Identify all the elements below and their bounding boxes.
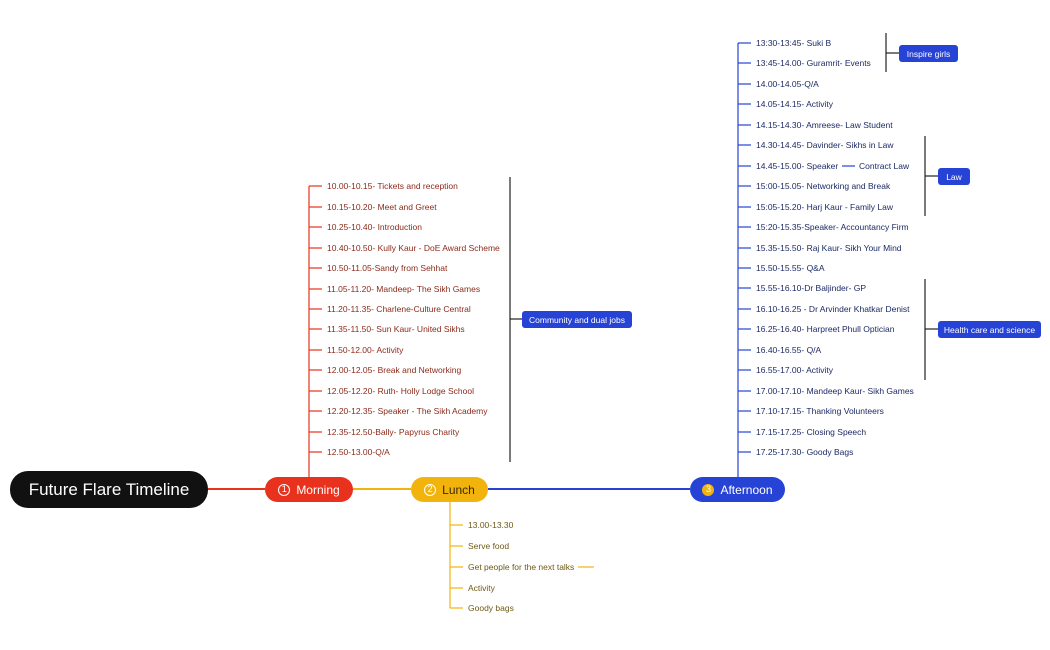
afternoon-item[interactable]: 14.45-15.00- Speaker — [756, 161, 839, 171]
afternoon-item[interactable]: 16.10-16.25 - Dr Arvinder Khatkar Denist — [756, 304, 910, 314]
morning-item[interactable]: 10.00-10.15- Tickets and reception — [327, 181, 458, 191]
afternoon-item[interactable]: 14.05-14.15- Activity — [756, 99, 834, 109]
afternoon-item[interactable]: 16.40-16.55- Q/A — [756, 345, 822, 355]
morning-item[interactable]: 12.20-12.35- Speaker - The Sikh Academy — [327, 406, 488, 416]
afternoon-label: Afternoon — [720, 482, 773, 497]
morning-item[interactable]: 10.50-11.05-Sandy from Sehhat — [327, 263, 448, 273]
afternoon-item[interactable]: 15:00-15.05- Networking and Break — [756, 181, 891, 191]
morning-item[interactable]: 10.40-10.50- Kully Kaur - DoE Award Sche… — [327, 243, 500, 253]
morning-number-icon: 1 — [278, 483, 291, 496]
afternoon-item[interactable]: 15:05-15.20- Harj Kaur - Family Law — [756, 202, 894, 212]
afternoon-group-tag[interactable]: Inspire girls — [899, 45, 958, 62]
morning-item[interactable]: 10.15-10.20- Meet and Greet — [327, 202, 437, 212]
lunch-item[interactable]: Goody bags — [468, 603, 514, 613]
afternoon-item[interactable]: 15.50-15.55- Q&A — [756, 263, 825, 273]
morning-item[interactable]: 11.05-11.20- Mandeep- The Sikh Games — [327, 284, 481, 294]
morning-item[interactable]: 12.50-13.00-Q/A — [327, 447, 390, 457]
afternoon-number-icon: 3 — [702, 483, 715, 496]
afternoon-item[interactable]: 16.55-17.00- Activity — [756, 365, 834, 375]
afternoon-item[interactable]: 15.55-16.10-Dr Baljinder- GP — [756, 283, 867, 293]
afternoon-item[interactable]: 16.25-16.40- Harpreet Phull Optician — [756, 324, 895, 334]
lunch-item[interactable]: Activity — [468, 583, 495, 593]
morning-item[interactable]: 11.50-12.00- Activity — [327, 345, 404, 355]
afternoon-item[interactable]: 17.25-17.30- Goody Bags — [756, 447, 854, 457]
morning-item[interactable]: 11.20-11.35- Charlene-Culture Central — [327, 304, 471, 314]
afternoon-item[interactable]: 13:45-14.00- Guramrit- Events — [756, 58, 871, 68]
afternoon-item[interactable]: 13:30-13:45- Suki B — [756, 38, 832, 48]
afternoon-group-tag[interactable]: Health care and science — [938, 321, 1041, 338]
afternoon-group-tag[interactable]: Law — [938, 168, 970, 185]
afternoon-item[interactable]: 15.35-15.50- Raj Kaur- Sikh Your Mind — [756, 243, 902, 253]
afternoon-item[interactable]: 17.10-17.15- Thanking Volunteers — [756, 406, 884, 416]
lunch-number-icon: 2 — [424, 483, 437, 496]
morning-item[interactable]: 10.25-10.40- Introduction — [327, 222, 422, 232]
afternoon-node[interactable]: 3 Afternoon — [690, 477, 785, 502]
afternoon-item[interactable]: 14.00-14.05-Q/A — [756, 79, 819, 89]
morning-node[interactable]: 1 Morning — [265, 477, 353, 502]
lunch-item[interactable]: Get people for the next talks — [468, 562, 575, 572]
lunch-item[interactable]: 13.00-13.30 — [468, 520, 514, 530]
afternoon-item[interactable]: 14.30-14.45- Davinder- Sikhs in Law — [756, 140, 894, 150]
morning-item[interactable]: 12.05-12.20- Ruth- Holly Lodge School — [327, 386, 474, 396]
afternoon-item[interactable]: 14.15-14.30- Amreese- Law Student — [756, 120, 893, 130]
speaker-subtopic[interactable]: Contract Law — [859, 161, 910, 171]
morning-item[interactable]: 12.00-12.05- Break and Networking — [327, 365, 462, 375]
lunch-node[interactable]: 2 Lunch — [411, 477, 488, 502]
root-topic[interactable]: Future Flare Timeline — [10, 471, 208, 508]
afternoon-item[interactable]: 17.15-17.25- Closing Speech — [756, 427, 867, 437]
morning-item[interactable]: 11.35-11.50- Sun Kaur- United Sikhs — [327, 324, 465, 334]
morning-label: Morning — [296, 482, 340, 497]
morning-item[interactable]: 12.35-12.50-Bally- Papyrus Charity — [327, 427, 460, 437]
afternoon-item[interactable]: 15:20-15.35-Speaker- Accountancy Firm — [756, 222, 909, 232]
morning-group-tag[interactable]: Community and dual jobs — [522, 311, 632, 328]
lunch-label: Lunch — [442, 482, 475, 497]
afternoon-item[interactable]: 17.00-17.10- Mandeep Kaur- Sikh Games — [756, 386, 914, 396]
root-title: Future Flare Timeline — [28, 479, 190, 499]
lunch-item[interactable]: Serve food — [468, 541, 510, 551]
